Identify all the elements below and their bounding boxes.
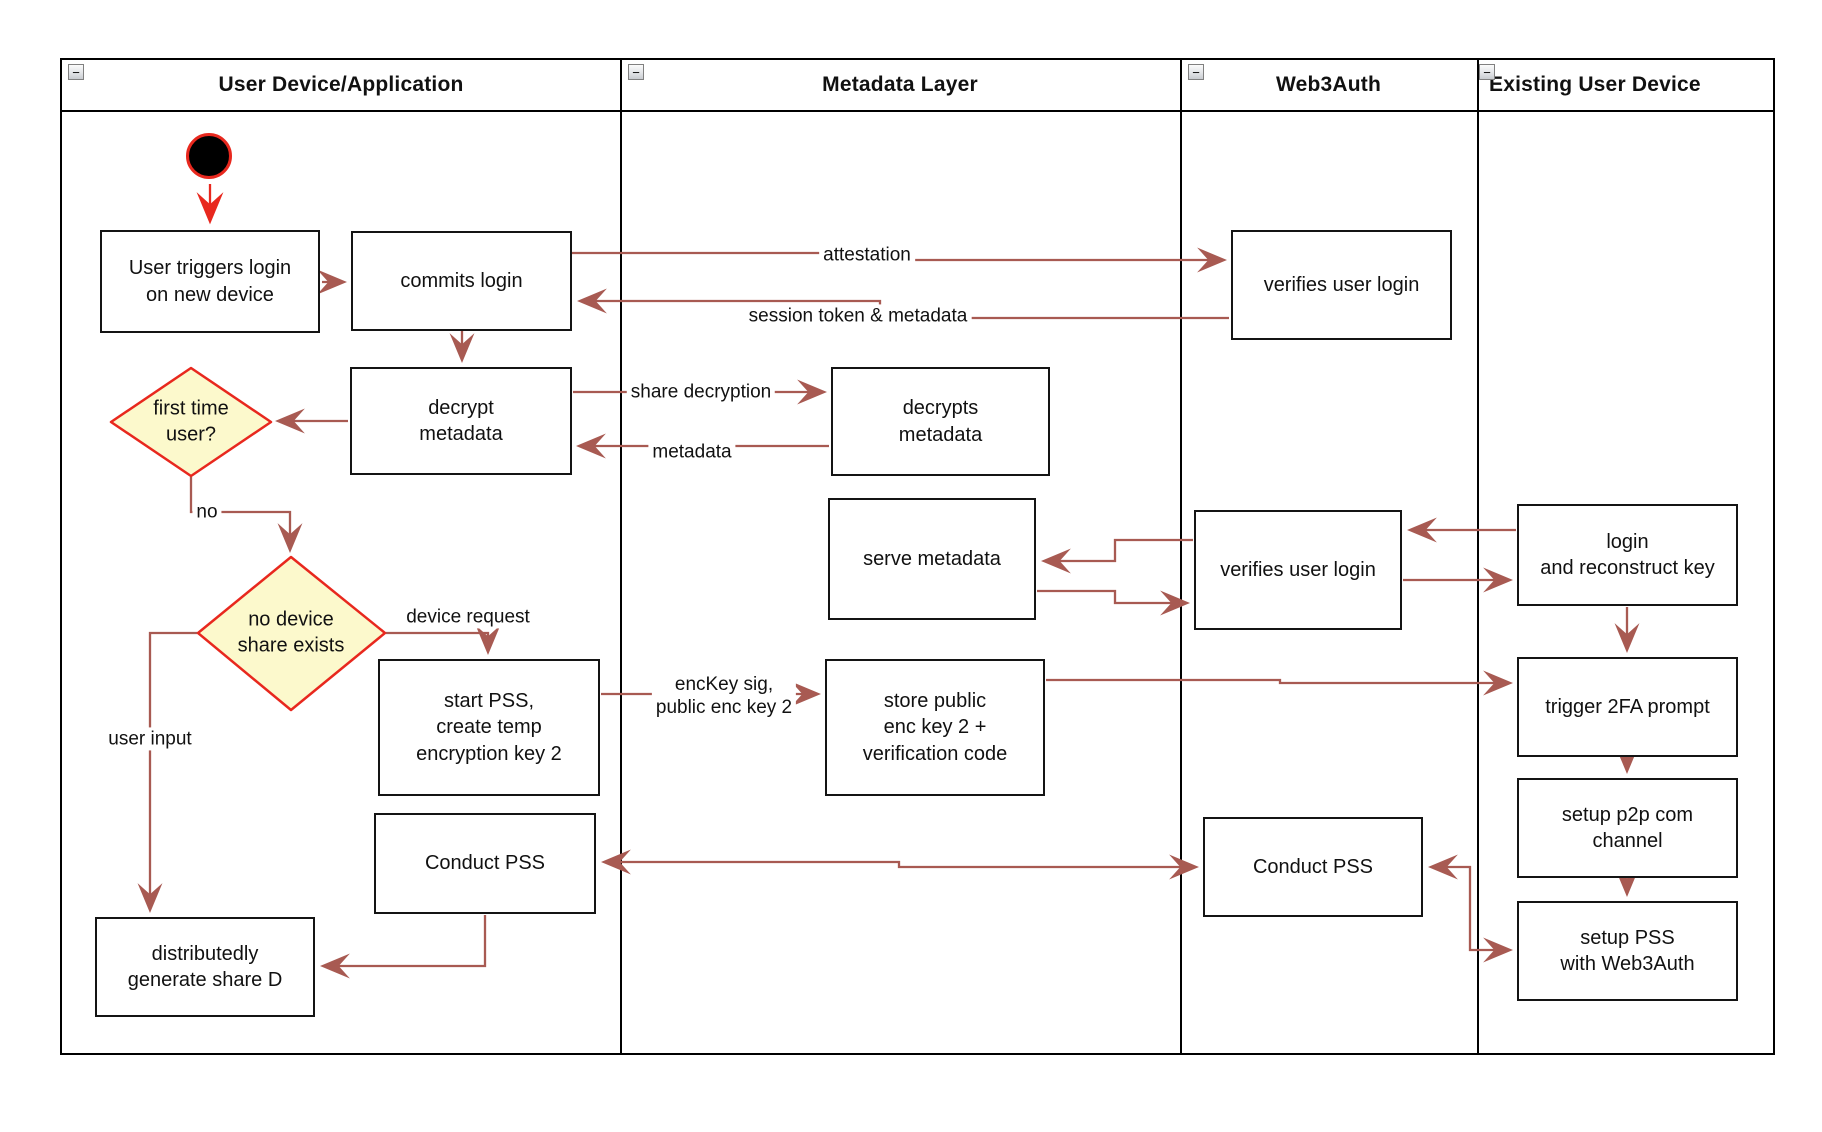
edge-label-enckey-sig: encKey sig, public enc key 2 <box>651 672 797 720</box>
decision-first-time-user-label: first time user? <box>153 397 229 445</box>
lane-divider-2 <box>1180 58 1182 1053</box>
lane-divider-3 <box>1477 58 1479 1053</box>
node-generate-share-d: distributedly generate share D <box>95 917 315 1017</box>
lane-divider-1 <box>620 58 622 1053</box>
node-conduct-pss-web3: Conduct PSS <box>1203 817 1423 917</box>
node-trigger-2fa: trigger 2FA prompt <box>1517 657 1738 757</box>
decision-no-device-share-label: no device share exists <box>237 608 345 656</box>
node-user-triggers-login: User triggers login on new device <box>100 230 320 333</box>
node-decrypt-metadata: decrypt metadata <box>350 367 572 475</box>
edge-label-no: no <box>192 500 222 524</box>
node-verifies-user-login-2: verifies user login <box>1194 510 1402 630</box>
lane-header-divider <box>60 110 1773 112</box>
collapse-minus-icon[interactable]: − <box>1188 64 1204 80</box>
collapse-minus-icon[interactable]: − <box>628 64 644 80</box>
edge-label-session-token: session token & metadata <box>744 304 972 328</box>
node-setup-p2p: setup p2p com channel <box>1517 778 1738 878</box>
lane-title-web3auth: Web3Auth <box>1275 73 1382 96</box>
node-setup-pss: setup PSS with Web3Auth <box>1517 901 1738 1001</box>
lane-title-metadata: Metadata Layer <box>822 73 978 96</box>
node-decrypts-metadata: decrypts metadata <box>831 367 1050 476</box>
node-commits-login: commits login <box>351 231 572 331</box>
lane-title-existing-device: Existing User Device <box>1489 73 1701 96</box>
node-serve-metadata: serve metadata <box>828 498 1036 620</box>
node-start-pss: start PSS, create temp encryption key 2 <box>378 659 600 796</box>
start-node <box>186 133 232 179</box>
node-store-public-enc-key: store public enc key 2 + verification co… <box>825 659 1045 796</box>
edge-label-user-input: user input <box>104 727 196 751</box>
lane-title-user-device: User Device/Application <box>218 73 464 96</box>
edge-label-device-request: device request <box>402 605 534 629</box>
edge-label-share-decryption: share decryption <box>626 380 776 404</box>
node-login-reconstruct-key: login and reconstruct key <box>1517 504 1738 606</box>
node-verifies-user-login-1: verifies user login <box>1231 230 1452 340</box>
edge-label-attestation: attestation <box>819 243 915 267</box>
collapse-minus-icon[interactable]: − <box>68 64 84 80</box>
node-conduct-pss-user: Conduct PSS <box>374 813 596 914</box>
edge-label-metadata: metadata <box>648 440 736 464</box>
collapse-minus-icon[interactable]: − <box>1479 64 1495 80</box>
